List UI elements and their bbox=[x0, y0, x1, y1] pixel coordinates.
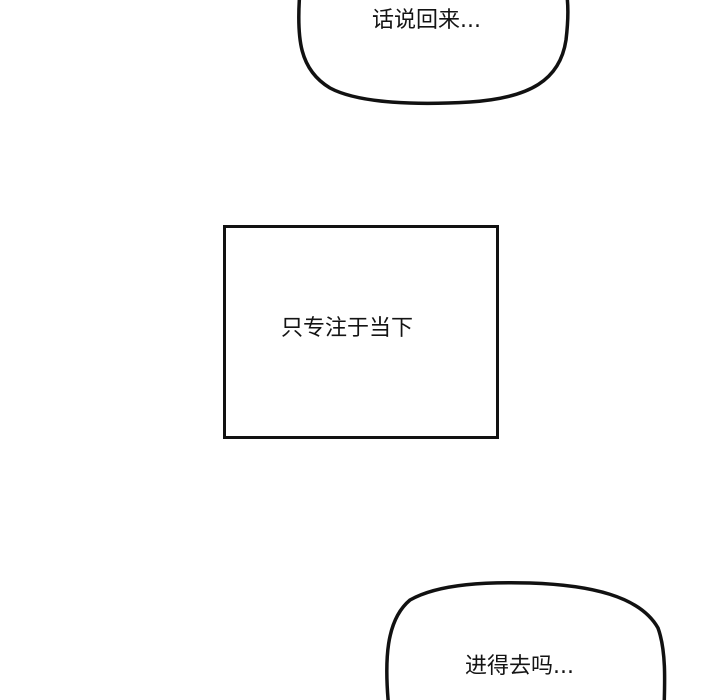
bottom-bubble-text: 进得去吗... bbox=[465, 654, 574, 679]
top-bubble-text: 话说回来... bbox=[372, 8, 481, 33]
top-speech-bubble bbox=[296, 0, 570, 106]
caption-box bbox=[223, 225, 499, 439]
bottom-speech-bubble bbox=[385, 580, 667, 700]
caption-text: 只专注于当下 bbox=[281, 316, 414, 341]
